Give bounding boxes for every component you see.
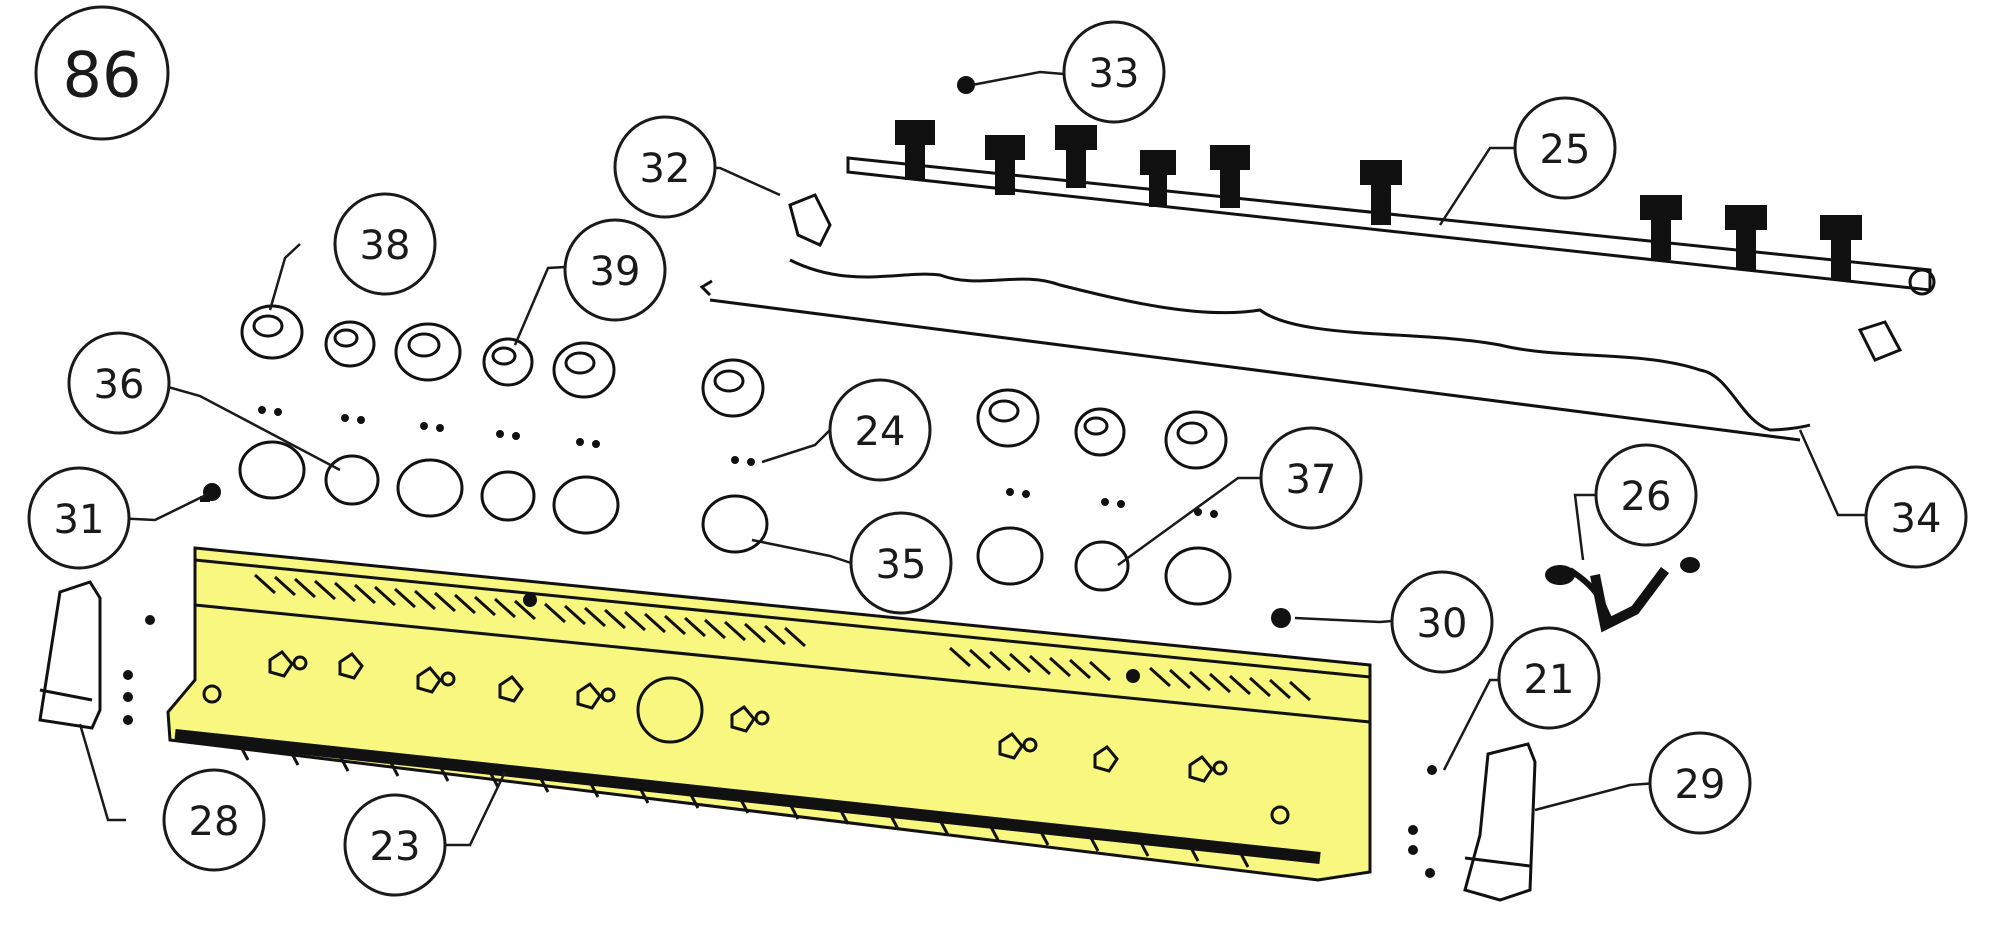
callout-32: 32 — [613, 115, 717, 219]
screw-part-30 — [1271, 608, 1291, 628]
figure-number-badge: 86 — [34, 5, 170, 141]
callout-24: 24 — [828, 378, 932, 482]
knob-set-right-top[interactable] — [701, 358, 1228, 470]
callout-37: 37 — [1259, 426, 1363, 530]
callout-label: 23 — [370, 824, 421, 870]
callout-label: 25 — [1540, 127, 1591, 173]
ignition-lead-part-26[interactable] — [1545, 557, 1700, 633]
callout-label: 39 — [590, 249, 641, 295]
knob-set-left-top[interactable] — [240, 304, 616, 399]
callout-30: 30 — [1390, 570, 1494, 674]
knob-bezels-left[interactable] — [238, 440, 620, 535]
callout-label: 34 — [1891, 496, 1942, 542]
callout-28: 28 — [162, 768, 266, 872]
callout-23: 23 — [343, 793, 447, 897]
callout-36: 36 — [67, 331, 171, 435]
screws-part-28 — [123, 615, 155, 725]
screw-part-33 — [957, 76, 975, 94]
callout-label: 24 — [855, 409, 906, 455]
screws-part-21 — [1408, 765, 1437, 878]
control-panel-part-23[interactable] — [166, 546, 1372, 882]
callout-34: 34 — [1864, 465, 1968, 569]
knob-bezels-right[interactable] — [701, 494, 1232, 606]
callout-31: 31 — [27, 466, 131, 570]
callout-38: 38 — [333, 192, 437, 296]
callout-label: 31 — [54, 497, 105, 543]
callout-21: 21 — [1497, 626, 1601, 730]
end-cap-part-28[interactable] — [38, 580, 102, 730]
callout-label: 29 — [1675, 762, 1726, 808]
callout-label: 36 — [94, 362, 145, 408]
figure-number: 86 — [63, 39, 142, 112]
callout-26: 26 — [1594, 443, 1698, 547]
callout-label: 37 — [1286, 457, 1337, 503]
callout-label: 21 — [1524, 657, 1575, 703]
screw-part-31 — [200, 483, 221, 502]
bracket-part-32[interactable] — [788, 193, 1903, 362]
callout-33: 33 — [1062, 20, 1166, 124]
gas-manifold-part-25[interactable] — [846, 120, 1936, 296]
callout-39: 39 — [563, 218, 667, 322]
wire-harness-part-34[interactable] — [699, 258, 1811, 442]
callout-label: 35 — [876, 542, 927, 588]
callout-label: 38 — [360, 223, 411, 269]
callout-35: 35 — [849, 511, 953, 615]
end-cap-part-29[interactable] — [1463, 742, 1537, 902]
callout-label: 30 — [1417, 601, 1468, 647]
callout-label: 33 — [1089, 51, 1140, 97]
callout-25: 25 — [1513, 96, 1617, 200]
clip-pairs-left — [258, 406, 1218, 518]
callout-29: 29 — [1648, 731, 1752, 835]
callout-label: 28 — [189, 799, 240, 845]
callout-label: 26 — [1621, 474, 1672, 520]
callout-label: 32 — [640, 146, 691, 192]
